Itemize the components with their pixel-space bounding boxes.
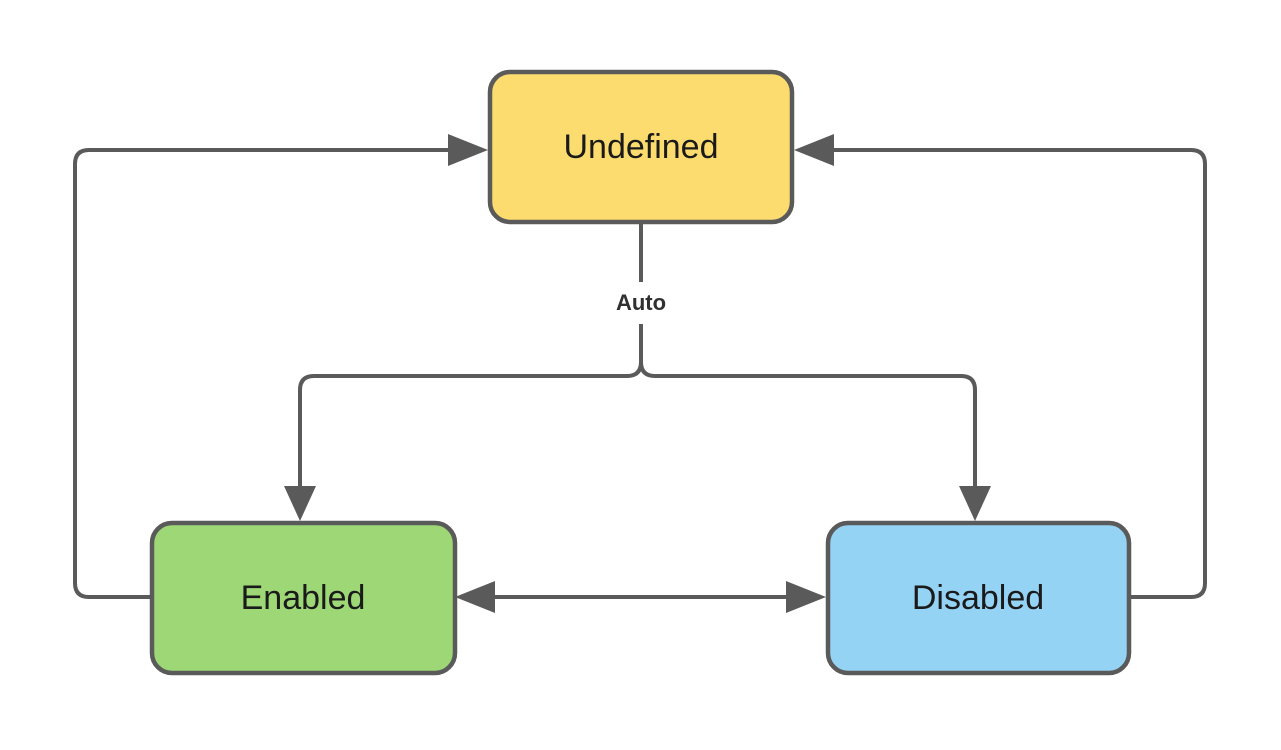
edge-path-enabled-to-undefined (73, 148, 448, 599)
arrowhead-into-undefined-right (794, 134, 834, 166)
edge-path-auto-stem (298, 222, 643, 486)
arrowhead-into-enabled-right (455, 581, 495, 613)
edge-path-disabled-to-undefined (834, 148, 1207, 599)
edge-enabled-to-undefined[interactable] (73, 134, 488, 599)
edge-undefined-auto-fork[interactable]: Auto (284, 222, 991, 521)
node-undefined-shape (487, 69, 795, 225)
edge-disabled-to-undefined[interactable] (794, 134, 1207, 599)
edge-path-auto-branch-right (639, 361, 977, 486)
node-disabled-label: Disabled (912, 579, 1044, 617)
node-enabled[interactable]: Enabled (149, 520, 458, 676)
arrowhead-into-disabled-top (959, 486, 991, 521)
node-enabled-shape (149, 520, 458, 676)
edge-label-auto: Auto (616, 290, 666, 315)
edge-enabled-disabled-bidirectional[interactable] (455, 581, 826, 613)
arrowhead-into-disabled-left (786, 581, 826, 613)
auto-label-background (592, 282, 690, 324)
node-undefined-label: Undefined (563, 128, 718, 166)
arrowhead-into-enabled-top (284, 486, 316, 521)
arrowhead-into-undefined-left (448, 134, 488, 166)
node-disabled-shape (825, 520, 1132, 676)
node-enabled-label: Enabled (241, 579, 366, 617)
node-disabled[interactable]: Disabled (825, 520, 1132, 676)
node-undefined[interactable]: Undefined (487, 69, 795, 225)
